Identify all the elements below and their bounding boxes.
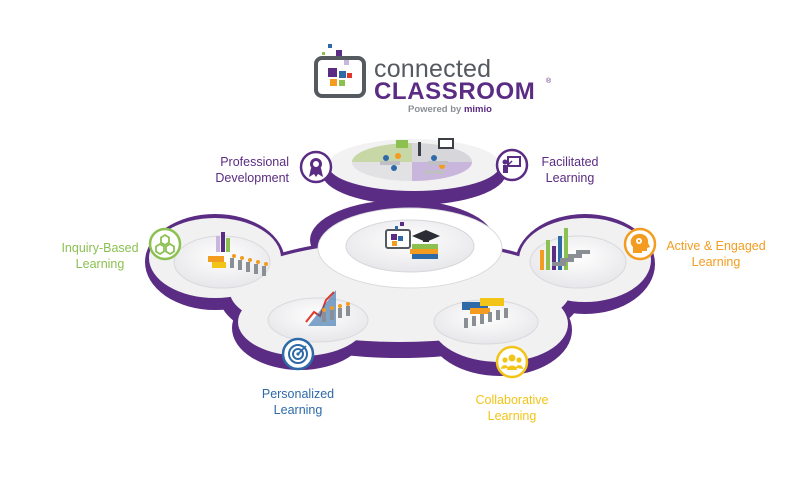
label-collaborative-line1: Collaborative (475, 393, 549, 407)
label-collaborative: Collaborative Learning (468, 392, 556, 424)
label-professional: Professional Development (215, 154, 289, 186)
disc-active (529, 235, 627, 289)
label-personalized: Personalized Learning (256, 386, 340, 418)
teacher-presentation-icon (495, 148, 529, 182)
people-group-icon (495, 345, 529, 379)
label-inquiry-line1: Inquiry-Based (61, 241, 139, 255)
label-inquiry: Inquiry-Based Learning (58, 240, 142, 272)
collaborative-graphic (462, 298, 508, 328)
top-platform (322, 138, 506, 205)
label-professional-line1: Professional (220, 155, 289, 169)
head-gears-icon (623, 227, 657, 261)
center-books-icon (385, 222, 440, 259)
brand-powered: Powered by mimio (408, 104, 492, 115)
label-facilitated-line2: Learning (545, 171, 595, 185)
powered-name: mimio (463, 104, 492, 115)
label-collaborative-line2: Learning (487, 409, 537, 423)
active-graphic (540, 228, 590, 270)
hexagon-cluster-icon (148, 227, 182, 261)
target-icon (281, 337, 315, 371)
connected-classroom-logo-icon (314, 44, 366, 98)
label-facilitated-line1: Facilitated (541, 155, 599, 169)
powered-prefix: Powered by (408, 104, 464, 115)
label-inquiry-line2: Learning (75, 257, 125, 271)
inquiry-graphic (208, 232, 268, 276)
label-active-line2: Learning (691, 255, 741, 269)
brand-line1: connected (374, 55, 492, 83)
award-ribbon-icon (299, 150, 333, 184)
brand-line2: CLASSROOM (374, 78, 536, 105)
label-personalized-line2: Learning (273, 403, 323, 417)
label-personalized-line1: Personalized (261, 387, 335, 401)
label-active-line1: Active & Engaged (666, 239, 766, 253)
label-active: Active & Engaged Learning (664, 238, 768, 270)
brand-registered: ® (546, 78, 552, 85)
personalized-graphic (305, 290, 350, 326)
label-professional-line2: Development (215, 171, 289, 185)
label-facilitated: Facilitated Learning (535, 154, 605, 186)
